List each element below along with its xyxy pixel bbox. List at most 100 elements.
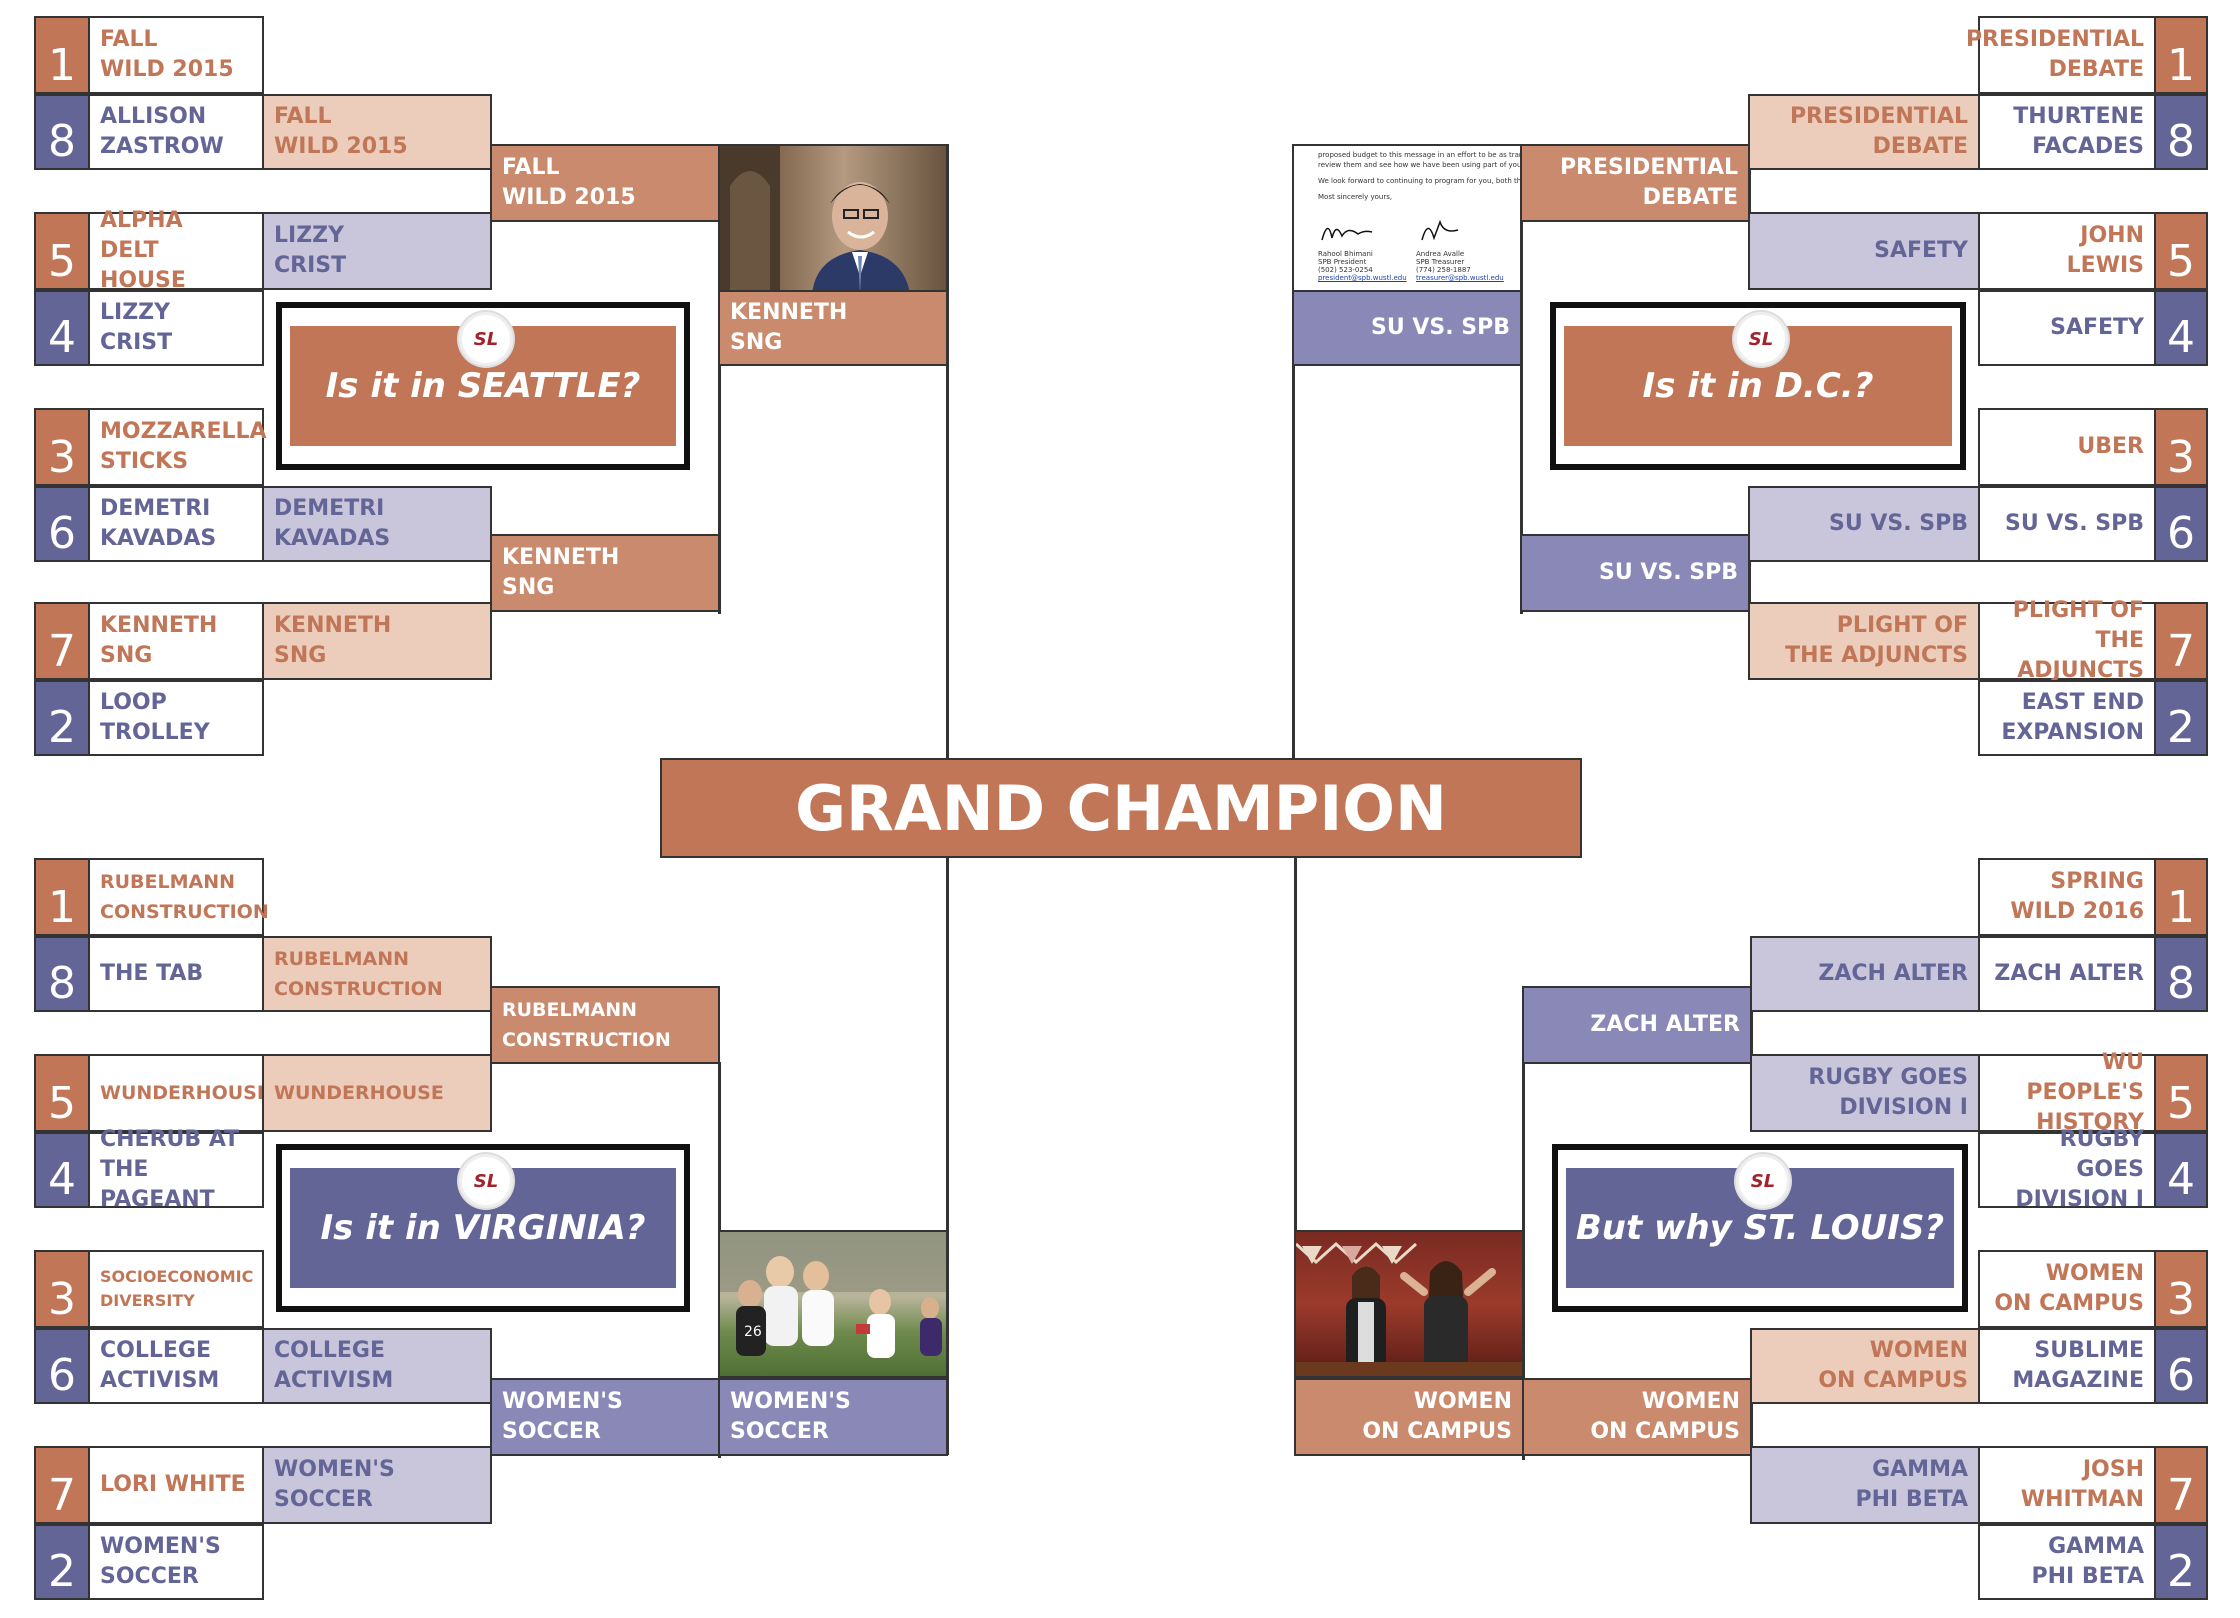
question-box: SL Is it in SEATTLE? bbox=[276, 302, 690, 470]
seed-badge: 1 bbox=[2154, 16, 2208, 94]
portrait-photo bbox=[718, 144, 948, 292]
grand-champion-banner[interactable]: GRAND CHAMPION bbox=[660, 758, 1582, 858]
seed-badge: 3 bbox=[2154, 1250, 2208, 1328]
team-entry[interactable]: SU VS. SPB bbox=[1292, 290, 1522, 366]
team-entry[interactable]: UBER bbox=[1978, 408, 2156, 486]
performers-photo bbox=[1294, 1230, 1524, 1378]
seed-badge: 7 bbox=[2154, 1446, 2208, 1524]
seed-badge: 3 bbox=[34, 1250, 90, 1328]
team-entry[interactable]: THE TAB bbox=[88, 936, 264, 1012]
seed-badge: 4 bbox=[34, 290, 90, 366]
team-entry[interactable]: WUNDERHOUSE bbox=[88, 1054, 270, 1132]
team-entry[interactable]: WUNDERHOUSE bbox=[262, 1054, 492, 1132]
sl-logo-icon: SL bbox=[459, 312, 513, 366]
seed-badge: 5 bbox=[2154, 212, 2208, 290]
seed-badge: 3 bbox=[34, 408, 90, 486]
team-entry[interactable]: SU VS. SPB bbox=[1748, 486, 1980, 562]
seed-badge: 5 bbox=[2154, 1054, 2208, 1132]
team-entry[interactable]: LORI WHITE bbox=[88, 1446, 264, 1524]
question-text: Is it in SEATTLE? bbox=[325, 366, 641, 406]
seed-badge: 8 bbox=[34, 936, 90, 1012]
sl-logo-icon: SL bbox=[459, 1154, 513, 1208]
team-entry[interactable]: SAFETY bbox=[1748, 212, 1980, 290]
question-text: Is it in D.C.? bbox=[1642, 366, 1874, 406]
connector bbox=[1292, 144, 1295, 764]
seed-badge: 2 bbox=[2154, 680, 2208, 756]
team-entry[interactable]: SU VS. SPB bbox=[1978, 486, 2156, 562]
team-entry[interactable]: SAFETY bbox=[1978, 290, 2156, 366]
seed-badge: 7 bbox=[34, 602, 90, 680]
seed-badge: 1 bbox=[34, 858, 90, 936]
connector bbox=[946, 144, 949, 764]
performers-illustration bbox=[1296, 1241, 1522, 1376]
seed-badge: 4 bbox=[34, 1132, 90, 1208]
question-panel: SL Is it in D.C.? bbox=[1564, 312, 1952, 446]
seed-badge: 5 bbox=[34, 1054, 90, 1132]
team-entry[interactable]: ZACH ALTER bbox=[1750, 936, 1980, 1012]
team-entry[interactable]: ZACH ALTER bbox=[1978, 936, 2156, 1012]
connector bbox=[946, 855, 949, 1455]
connector bbox=[718, 218, 721, 614]
signature-icon bbox=[1321, 219, 1459, 241]
seed-badge: 5 bbox=[34, 212, 90, 290]
team-entry[interactable]: SU VS. SPB bbox=[1520, 534, 1750, 612]
team-entry[interactable]: ZACH ALTER bbox=[1522, 986, 1752, 1064]
seed-badge: 8 bbox=[2154, 94, 2208, 170]
seed-badge: 8 bbox=[34, 94, 90, 170]
seed-badge: 6 bbox=[2154, 486, 2208, 562]
letter-text: proposed budget to this message in an ef… bbox=[1318, 151, 1522, 201]
seed-badge: 2 bbox=[34, 1524, 90, 1600]
svg-text:26: 26 bbox=[744, 1324, 762, 1340]
question-text: But why ST. LOUIS? bbox=[1575, 1208, 1945, 1248]
seed-badge: 4 bbox=[2154, 290, 2208, 366]
